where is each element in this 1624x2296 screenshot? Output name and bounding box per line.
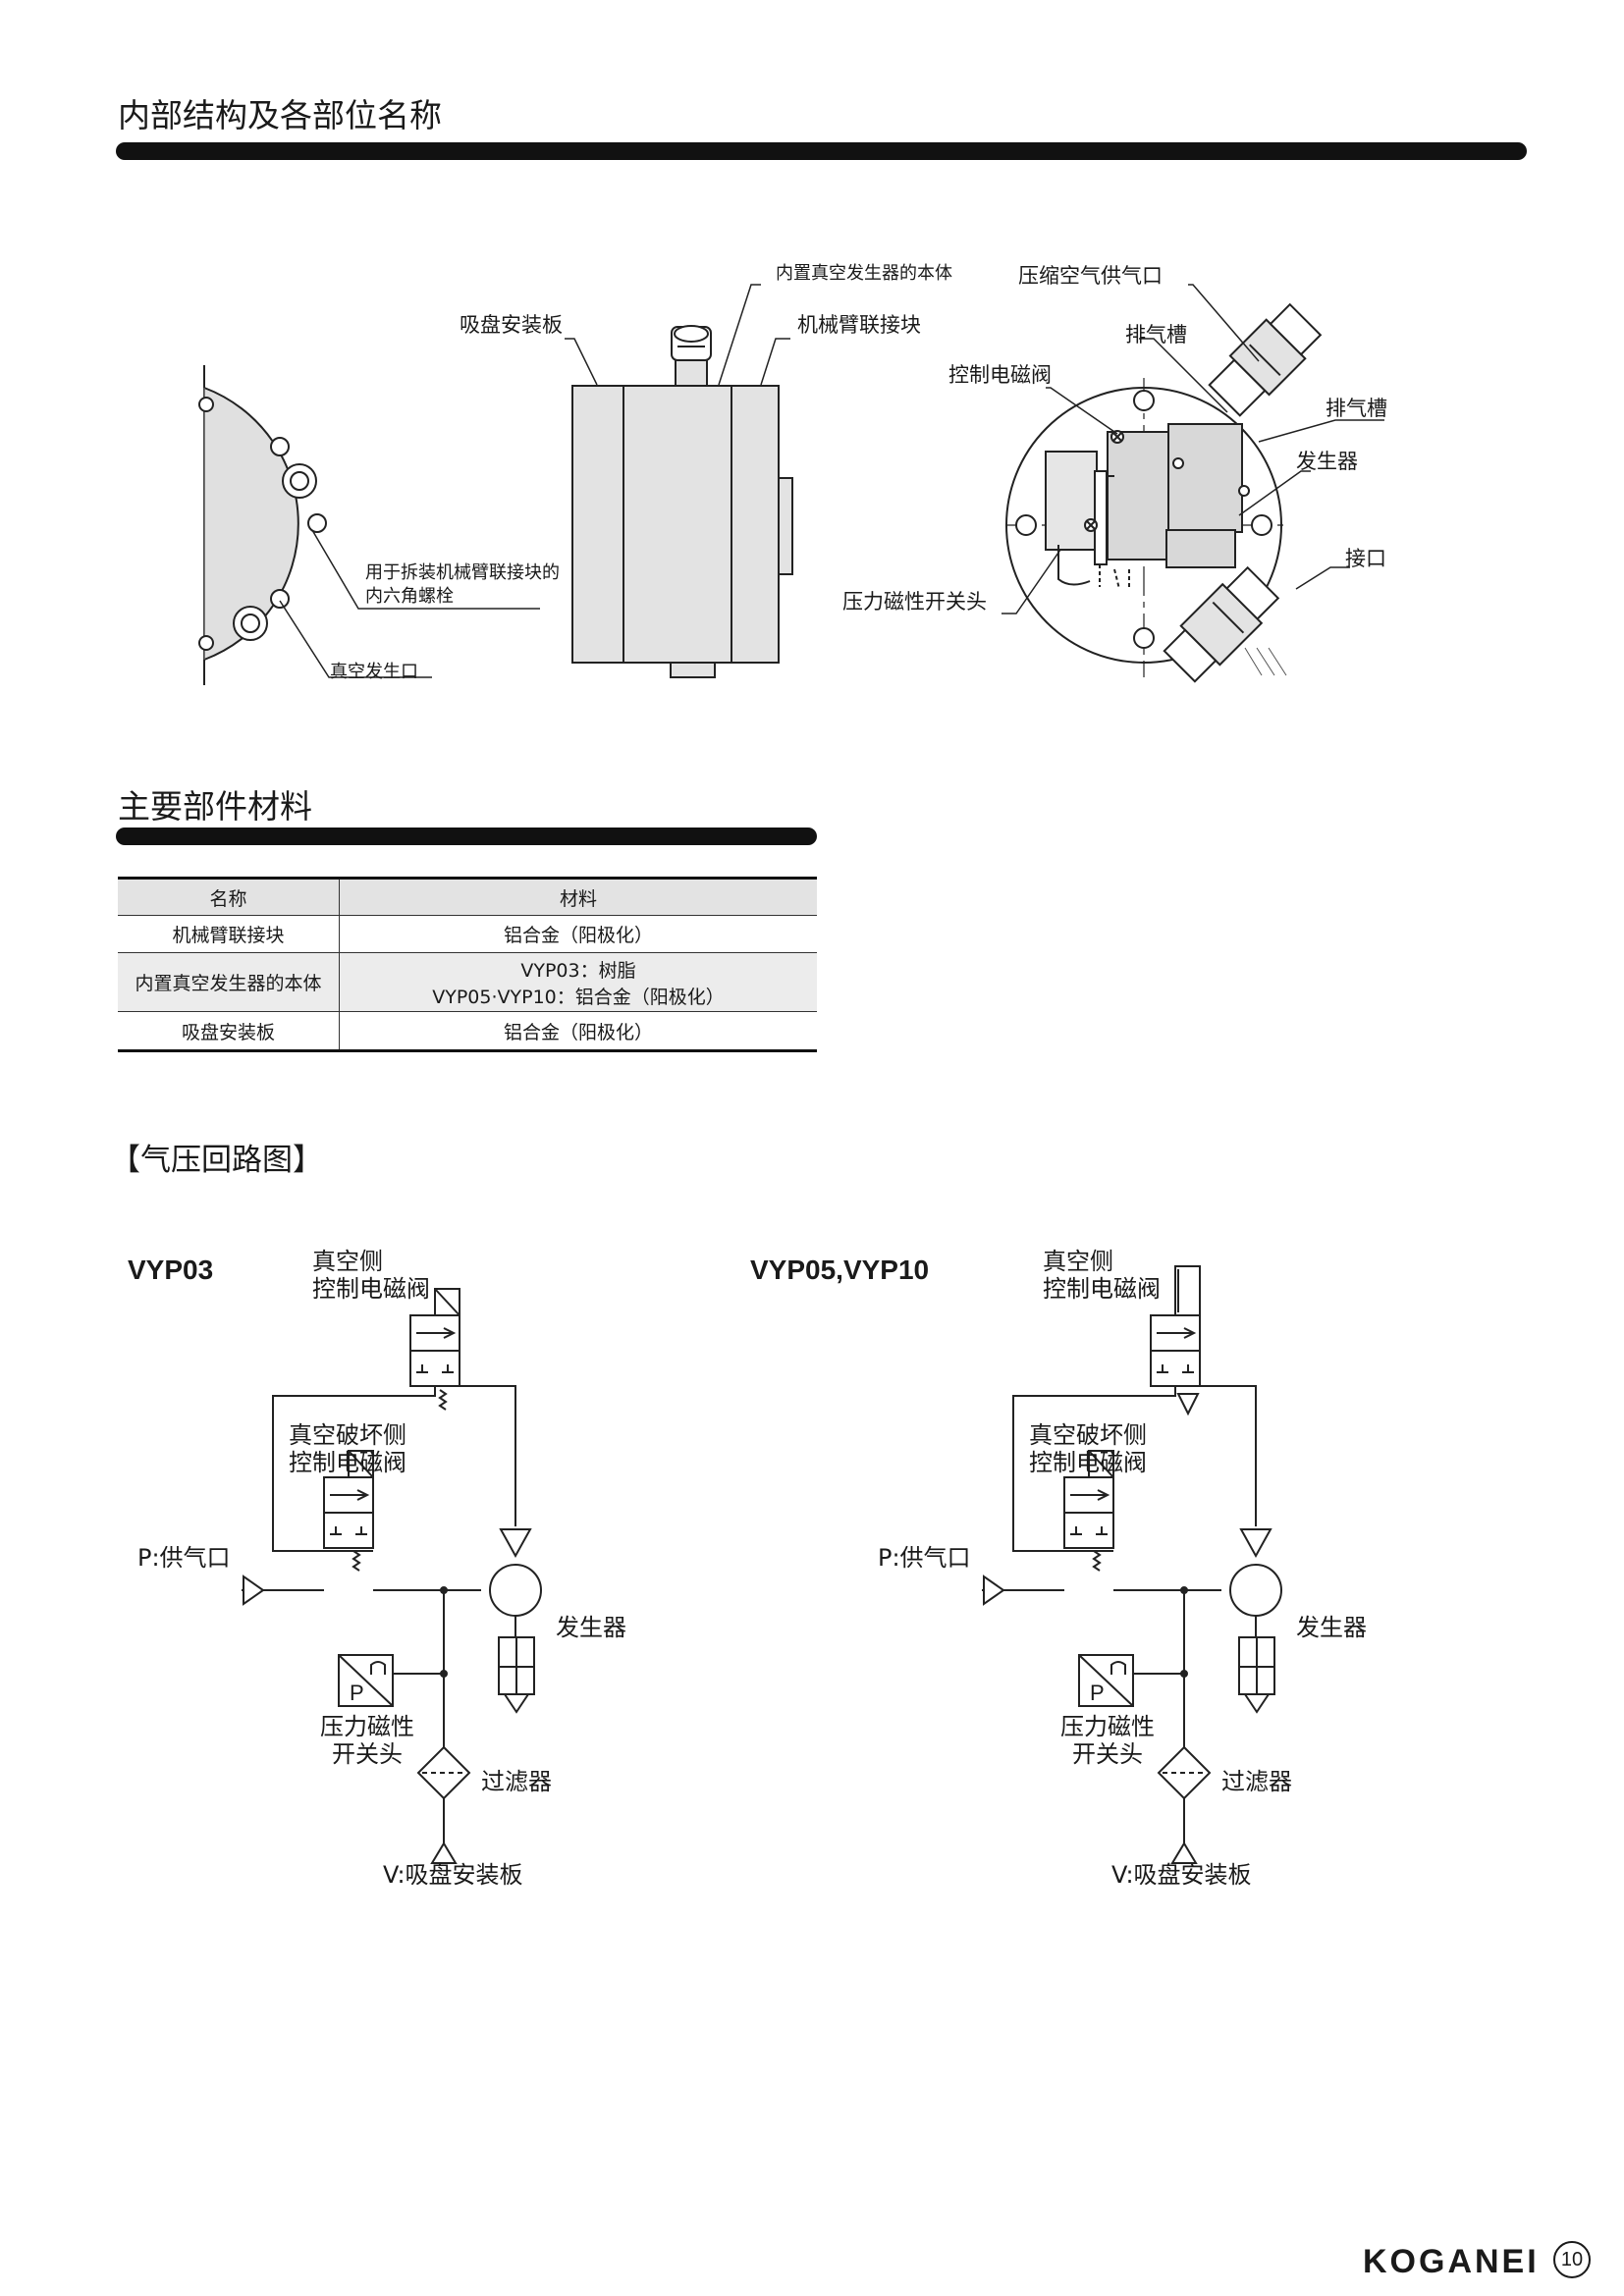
- section-divider: [116, 828, 817, 845]
- table-cell-name: 机械臂联接块: [118, 915, 340, 953]
- label-vac-port: 真空发生口: [330, 662, 418, 682]
- label-pressure-switch: 压力磁性开关头: [842, 590, 987, 614]
- label-exhaust-1: 排气槽: [1125, 323, 1187, 347]
- material-line-1: VYP03：树脂: [520, 959, 636, 982]
- table-cell-name: 内置真空发生器的本体: [118, 952, 340, 1012]
- model-label-left: VYP03: [128, 1255, 214, 1285]
- label-pad-port: V:吸盘安装板: [383, 1861, 523, 1889]
- brand-logo: KOGANEI: [1363, 2243, 1540, 2280]
- label-port: 接口: [1345, 547, 1386, 570]
- label-hex-bolt-2: 内六角螺栓: [365, 586, 454, 607]
- table-cell-name: 吸盘安装板: [118, 1011, 340, 1052]
- section-divider: [116, 142, 1527, 160]
- label-supply-port: P:供气口: [878, 1544, 971, 1572]
- label-vac-side-valve-1: 真空侧: [1043, 1248, 1113, 1275]
- label-pad-plate: 吸盘安装板: [460, 313, 563, 337]
- label-exhaust-2: 排气槽: [1326, 397, 1387, 420]
- label-filter: 过滤器: [481, 1768, 552, 1795]
- label-pressure-switch-2: 开关头: [1072, 1740, 1143, 1768]
- pressure-switch-p-mark: P: [350, 1681, 364, 1705]
- table-row: 内置真空发生器的本体 VYP03：树脂 VYP05·VYP10：铝合金（阳极化）: [118, 952, 817, 1012]
- page-number: 10: [1553, 2241, 1591, 2278]
- label-filter: 过滤器: [1221, 1768, 1292, 1795]
- label-arm-block: 机械臂联接块: [797, 313, 921, 337]
- model-label-right: VYP05,VYP10: [750, 1255, 930, 1285]
- label-break-side-valve-2: 控制电磁阀: [1029, 1449, 1147, 1476]
- label-generator: 发生器: [1296, 450, 1358, 473]
- label-pressure-switch-1: 压力磁性: [1060, 1713, 1155, 1740]
- structure-drawings: [198, 284, 1384, 685]
- table-header-row: 名称 材料: [118, 877, 817, 916]
- circuit-vyp03: [241, 1288, 542, 1864]
- label-break-side-valve-2: 控制电磁阀: [289, 1449, 406, 1476]
- section-title-structure: 内部结构及各部位名称: [118, 96, 442, 134]
- label-body: 内置真空发生器的本体: [776, 263, 952, 284]
- label-vac-side-valve-1: 真空侧: [312, 1248, 383, 1275]
- label-generator: 发生器: [556, 1614, 626, 1641]
- pressure-switch-p-mark: P: [1090, 1681, 1105, 1705]
- label-pressure-switch-1: 压力磁性: [320, 1713, 414, 1740]
- table-row: 机械臂联接块 铝合金（阳极化）: [118, 915, 817, 953]
- label-break-side-valve-1: 真空破坏侧: [289, 1421, 406, 1449]
- circuit-vyp05-vyp10: [981, 1265, 1282, 1864]
- label-hex-bolt-1: 用于拆装机械臂联接块的: [365, 562, 560, 583]
- label-vac-side-valve-2: 控制电磁阀: [1043, 1275, 1161, 1303]
- materials-table: 名称 材料 机械臂联接块 铝合金（阳极化） 内置真空发生器的本体 VYP03：树…: [118, 877, 817, 1052]
- label-break-side-valve-1: 真空破坏侧: [1029, 1421, 1147, 1449]
- table-cell-material: 铝合金（阳极化）: [339, 915, 817, 953]
- table-cell-material: VYP03：树脂 VYP05·VYP10：铝合金（阳极化）: [339, 952, 817, 1012]
- table-header-name: 名称: [118, 877, 340, 916]
- label-control-valve: 控制电磁阀: [948, 363, 1052, 387]
- label-supply-port: P:供气口: [137, 1544, 231, 1572]
- label-pressure-switch-2: 开关头: [332, 1740, 403, 1768]
- section-title-circuit: 【气压回路图】: [110, 1143, 323, 1178]
- label-vac-side-valve-2: 控制电磁阀: [312, 1275, 430, 1303]
- label-pad-port: V:吸盘安装板: [1111, 1861, 1252, 1889]
- material-line-2: VYP05·VYP10：铝合金（阳极化）: [432, 986, 725, 1008]
- label-generator: 发生器: [1296, 1614, 1367, 1641]
- section-title-materials: 主要部件材料: [118, 787, 312, 826]
- table-cell-material: 铝合金（阳极化）: [339, 1011, 817, 1052]
- table-header-material: 材料: [339, 877, 817, 916]
- table-row: 吸盘安装板 铝合金（阳极化）: [118, 1011, 817, 1052]
- label-air-supply: 压缩空气供气口: [1018, 264, 1163, 288]
